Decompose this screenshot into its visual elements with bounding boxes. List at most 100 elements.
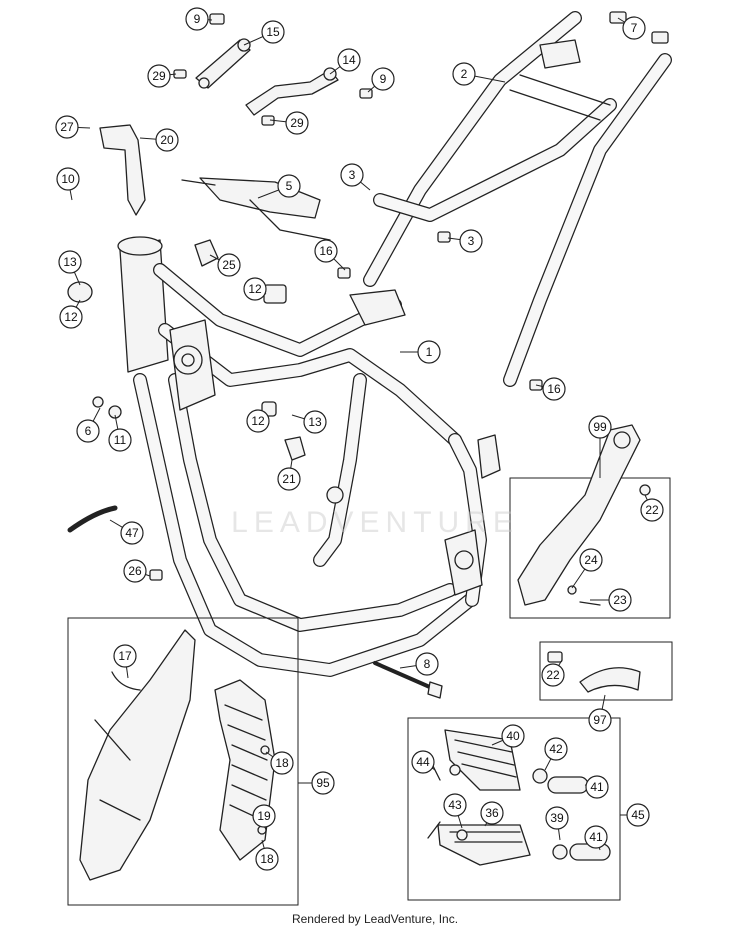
callout-45: 45 <box>620 803 650 827</box>
callout-number: 9 <box>380 72 387 86</box>
callout-circle <box>311 771 335 795</box>
callout-circle <box>155 128 179 152</box>
callout-number: 42 <box>549 742 563 756</box>
callout-number: 15 <box>266 25 280 39</box>
callout-number: 16 <box>319 244 333 258</box>
callout-11: 11 <box>108 414 132 452</box>
callout-circle <box>255 847 279 871</box>
callout-number: 22 <box>546 668 560 682</box>
callout-number: 27 <box>60 120 74 134</box>
callout-number: 5 <box>286 179 293 193</box>
callout-1: 1 <box>400 340 441 364</box>
callout-circle <box>252 804 276 828</box>
callout-circle <box>123 559 147 583</box>
callout-number: 97 <box>593 713 607 727</box>
callout-10: 10 <box>56 167 80 201</box>
callout-20: 20 <box>139 128 179 152</box>
callout-99: 99 <box>588 415 612 478</box>
callout-number: 95 <box>316 776 330 790</box>
callout-number: 3 <box>349 168 356 182</box>
callout-39: 39 <box>545 806 569 841</box>
callout-circle <box>579 548 603 572</box>
callout-circle <box>56 167 80 191</box>
callout-number: 40 <box>506 729 520 743</box>
callout-number: 43 <box>448 798 462 812</box>
callout-circle <box>261 20 285 44</box>
callout-number: 11 <box>114 433 127 447</box>
callout-36: 36 <box>480 801 504 827</box>
callout-2: 2 <box>452 62 506 86</box>
callout-22: 22 <box>541 659 565 687</box>
footpeg-group <box>407 717 621 901</box>
callout-number: 36 <box>485 806 499 820</box>
callout-9: 9 <box>185 7 213 31</box>
callout-number: 7 <box>631 21 638 35</box>
callout-circle <box>277 467 301 491</box>
callout-number: 22 <box>645 503 659 517</box>
callout-circle <box>542 377 566 401</box>
sidestand-foot-group <box>539 641 673 701</box>
callout-29: 29 <box>269 111 309 135</box>
callout-circle <box>622 16 646 40</box>
callout-16: 16 <box>535 377 566 401</box>
callout-circle <box>314 239 338 263</box>
callout-circle <box>185 7 209 31</box>
callout-8: 8 <box>399 652 439 676</box>
callout-circle <box>443 793 467 817</box>
callout-circle <box>337 48 361 72</box>
callout-14: 14 <box>329 48 361 75</box>
callout-3: 3 <box>340 163 371 191</box>
callout-circle <box>147 64 171 88</box>
callout-number: 9 <box>194 12 201 26</box>
callout-circle <box>55 115 79 139</box>
callout-number: 14 <box>342 53 356 67</box>
callout-12: 12 <box>59 299 83 329</box>
callout-circle <box>544 737 568 761</box>
callout-circle <box>243 277 267 301</box>
callout-44: 44 <box>411 750 436 774</box>
callout-number: 29 <box>290 116 304 130</box>
callout-circle <box>640 498 664 522</box>
callout-21: 21 <box>277 459 301 491</box>
callout-number: 44 <box>416 755 430 769</box>
callout-number: 25 <box>222 258 236 272</box>
callout-circle <box>459 229 483 253</box>
callout-number: 99 <box>593 420 607 434</box>
callout-number: 45 <box>631 808 645 822</box>
callout-circle <box>608 588 632 612</box>
main-frame <box>117 236 501 677</box>
callout-circle <box>246 409 270 433</box>
callout-circle <box>371 67 395 91</box>
callout-97: 97 <box>588 694 612 732</box>
callout-3: 3 <box>447 229 483 253</box>
callout-number: 41 <box>590 780 604 794</box>
callout-circle <box>108 428 132 452</box>
callout-number: 13 <box>308 415 322 429</box>
callout-circle <box>501 724 525 748</box>
footer-credit: Rendered by LeadVenture, Inc. <box>291 912 459 926</box>
callout-circle <box>545 806 569 830</box>
callout-17: 17 <box>113 644 137 679</box>
callout-12: 12 <box>246 409 270 433</box>
callout-number: 18 <box>260 852 274 866</box>
callout-26: 26 <box>123 559 151 583</box>
callout-circle <box>217 253 241 277</box>
callout-circle <box>588 415 612 439</box>
callout-27: 27 <box>55 115 91 139</box>
callout-number: 3 <box>468 234 475 248</box>
callout-circle <box>58 250 82 274</box>
callout-circle <box>277 174 301 198</box>
callout-number: 24 <box>584 553 598 567</box>
callout-12: 12 <box>243 277 267 301</box>
callout-40: 40 <box>491 724 525 748</box>
callout-13: 13 <box>291 410 327 434</box>
callout-number: 2 <box>461 67 468 81</box>
callout-circle <box>585 775 609 799</box>
callout-number: 1 <box>426 345 433 359</box>
callout-47: 47 <box>109 519 144 545</box>
callout-23: 23 <box>590 588 632 612</box>
callout-circle <box>417 340 441 364</box>
callout-number: 21 <box>282 472 296 486</box>
callout-number: 39 <box>550 811 564 825</box>
